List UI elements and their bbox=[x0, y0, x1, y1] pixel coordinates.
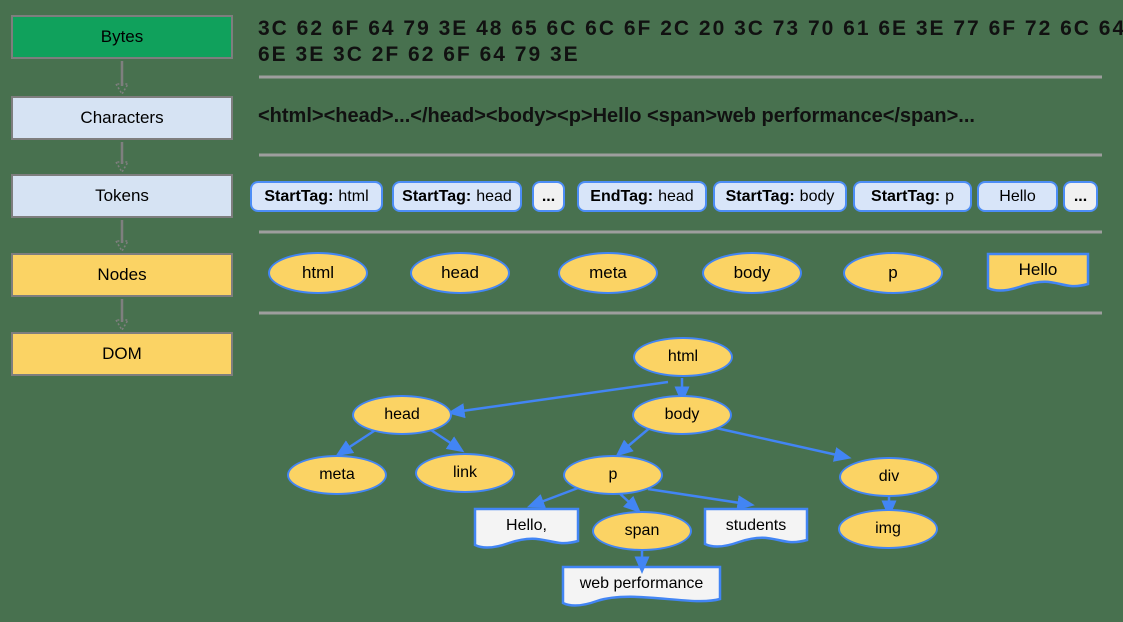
dom-text-node-web-performance: web performance bbox=[579, 575, 704, 592]
token-value: ... bbox=[541, 187, 556, 205]
tree-arrow-p-hello bbox=[526, 486, 579, 509]
node-label: img bbox=[875, 520, 901, 537]
flow-arrow-bytes-characters bbox=[114, 61, 130, 96]
token-value: head bbox=[658, 187, 694, 205]
token-chip-ellipsis-1: ... bbox=[532, 181, 565, 212]
stage-label: Bytes bbox=[100, 27, 144, 46]
token-chip-ellipsis-2: ... bbox=[1063, 181, 1098, 212]
stage-box-nodes: Nodes bbox=[11, 253, 233, 297]
node-ellipse-head: head bbox=[410, 252, 510, 294]
node-ellipse-body: body bbox=[702, 252, 802, 294]
node-label: body bbox=[664, 406, 700, 423]
node-label: html bbox=[301, 263, 335, 282]
dom-node-p: p bbox=[563, 455, 663, 495]
stage-label: DOM bbox=[102, 344, 142, 363]
tree-arrow-body-div bbox=[715, 426, 852, 462]
dom-text-node-hello: Hello, bbox=[506, 516, 547, 534]
dom-node-img: img bbox=[838, 509, 938, 549]
dom-node-body: body bbox=[632, 395, 732, 435]
dom-node-meta: meta bbox=[287, 455, 387, 495]
flow-arrow-nodes-dom bbox=[114, 299, 130, 332]
stage-label: Characters bbox=[80, 108, 164, 127]
hex-bytes-line-1: 3C 62 6F 64 79 3E 48 65 6C 6C 6F 2C 20 3… bbox=[258, 17, 1123, 40]
token-type: StartTag: bbox=[402, 187, 472, 205]
flow-arrow-characters-tokens bbox=[114, 142, 130, 174]
token-chip-starttag-p: StartTag:p bbox=[853, 181, 972, 212]
dom-node-span: span bbox=[592, 511, 692, 551]
dom-node-head: head bbox=[352, 395, 452, 435]
tree-arrow-p-students bbox=[647, 487, 755, 511]
node-label: p bbox=[888, 263, 898, 282]
node-ellipse-html: html bbox=[268, 252, 368, 294]
stage-box-tokens: Tokens bbox=[11, 174, 233, 218]
dom-text-node-students: students bbox=[725, 516, 787, 534]
node-ellipse-p: p bbox=[843, 252, 943, 294]
node-label: meta bbox=[589, 263, 627, 282]
token-value: body bbox=[799, 187, 835, 205]
dom-text-node-shape-students bbox=[703, 507, 809, 548]
stage-label: Tokens bbox=[95, 186, 149, 205]
token-type: StartTag: bbox=[264, 187, 334, 205]
token-chip-hello: Hello bbox=[977, 181, 1058, 212]
node-label: meta bbox=[319, 466, 355, 483]
flow-arrow-tokens-nodes bbox=[114, 220, 130, 253]
token-chip-endtag-head: EndTag:head bbox=[577, 181, 707, 212]
node-label: p bbox=[608, 466, 618, 483]
node-ellipse-meta: meta bbox=[558, 252, 658, 294]
node-label: body bbox=[733, 263, 771, 282]
token-chip-starttag-body: StartTag:body bbox=[713, 181, 847, 212]
hex-bytes-text: 3C 62 6F 64 79 3E 48 65 6C 6C 6F 2C 20 3… bbox=[258, 16, 1123, 68]
tree-arrow-head-meta bbox=[335, 427, 378, 457]
stage-box-characters: Characters bbox=[11, 96, 233, 140]
dom-text-node-shape-hello bbox=[473, 507, 580, 549]
node-label: div bbox=[878, 468, 900, 485]
token-value: html bbox=[338, 187, 369, 205]
dom-node-div: div bbox=[839, 457, 939, 497]
node-label: span bbox=[624, 522, 660, 539]
dom-text-node-shape-web-performance bbox=[561, 565, 722, 607]
token-value: head bbox=[476, 187, 512, 205]
node-label: head bbox=[441, 263, 479, 282]
token-chip-starttag-head: StartTag:head bbox=[392, 181, 522, 212]
text-node-shapes bbox=[473, 252, 1090, 607]
nodes-row-text-node-shape-hello bbox=[986, 252, 1090, 292]
node-label: link bbox=[452, 464, 477, 481]
stage-label: Nodes bbox=[97, 265, 147, 284]
token-type: StartTag: bbox=[871, 187, 941, 205]
node-label: head bbox=[384, 406, 420, 423]
dom-node-link: link bbox=[415, 453, 515, 493]
token-value: ... bbox=[1073, 187, 1088, 205]
token-value: p bbox=[945, 187, 954, 205]
hex-bytes-line-2: 6E 3E 3C 2F 62 6F 64 79 3E bbox=[258, 43, 580, 66]
token-chip-starttag-html: StartTag:html bbox=[250, 181, 383, 212]
token-type: StartTag: bbox=[725, 187, 795, 205]
node-text-hello: Hello bbox=[1018, 260, 1058, 279]
stage-box-bytes: Bytes bbox=[11, 15, 233, 59]
token-value: Hello bbox=[999, 187, 1036, 205]
stage-box-dom: DOM bbox=[11, 332, 233, 376]
dom-node-html: html bbox=[633, 337, 733, 377]
characters-text: <html><head>...</head><body><p>Hello <sp… bbox=[258, 105, 975, 127]
token-type: EndTag: bbox=[590, 187, 654, 205]
node-label: html bbox=[667, 348, 699, 365]
